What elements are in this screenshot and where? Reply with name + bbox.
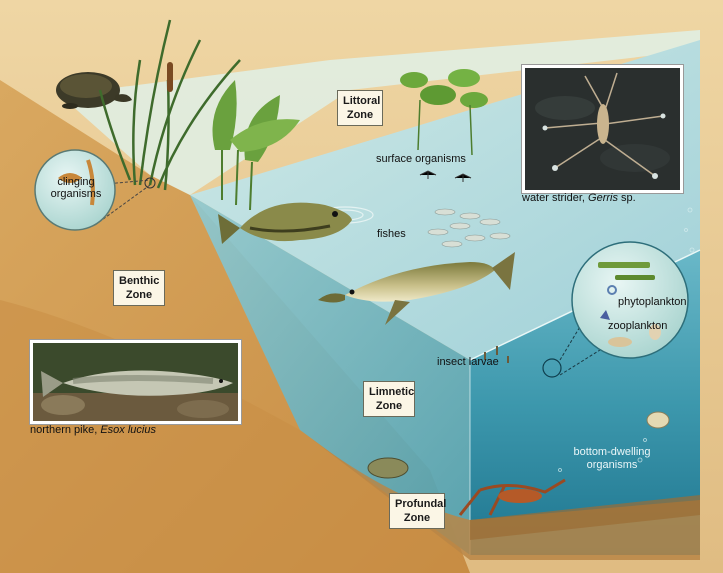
zooplankton-label: zooplankton: [608, 320, 667, 332]
clinging-organisms-label: clinging organisms: [50, 176, 102, 200]
water-strider-photo: [522, 65, 683, 193]
surface-organisms-label: surface organisms: [376, 153, 466, 165]
limnetic-zone-label: Limnetic Zone: [363, 381, 415, 417]
phytoplankton-label: phytoplankton: [618, 296, 687, 308]
benthic-zone-label: Benthic Zone: [113, 270, 165, 306]
fishes-label: fishes: [377, 228, 406, 240]
profundal-zone-label: Profundal Zone: [389, 493, 445, 529]
cattail: [167, 62, 173, 92]
northern-pike-caption: northern pike, Esox lucius: [30, 424, 156, 436]
insect-larvae-label: insect larvae: [437, 356, 499, 368]
bottom-dwelling-organisms-label: bottom-dwelling organisms: [562, 446, 662, 472]
northern-pike-photo: [30, 340, 241, 424]
littoral-zone-label: Littoral Zone: [337, 90, 383, 126]
water-strider-caption: water strider, Gerris sp.: [522, 192, 636, 204]
